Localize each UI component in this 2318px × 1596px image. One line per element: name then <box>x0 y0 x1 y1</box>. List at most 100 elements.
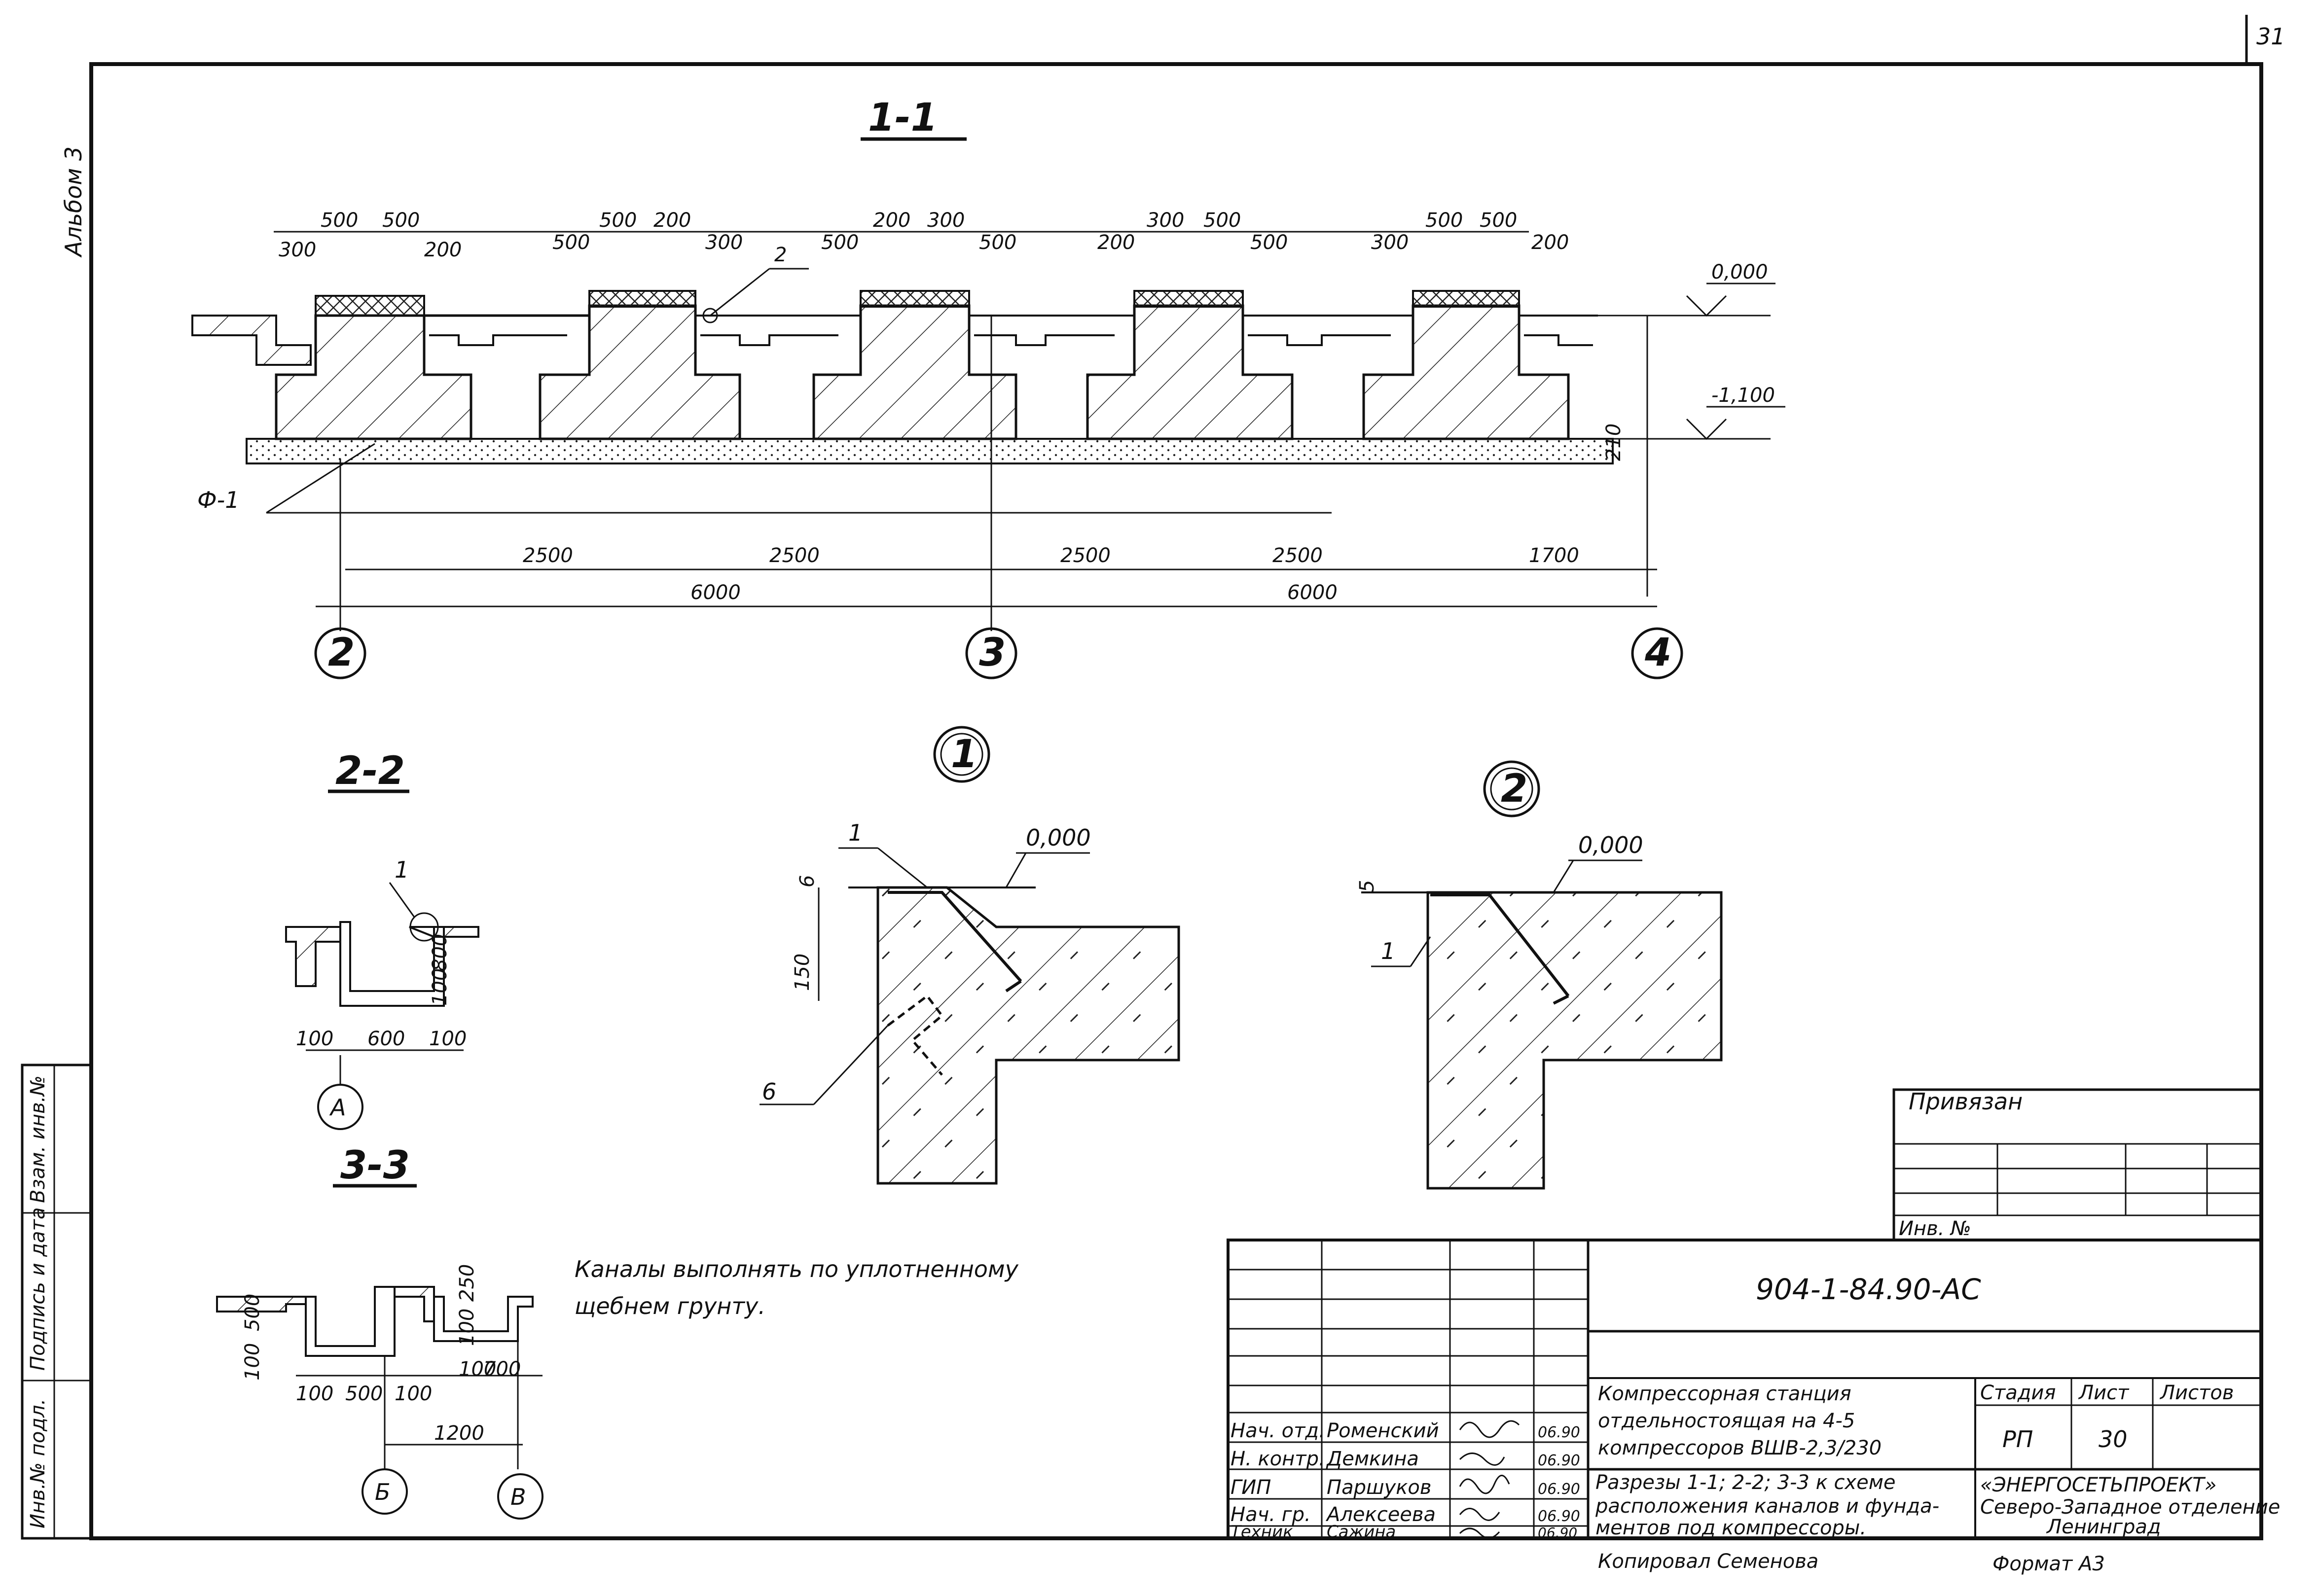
signer-role: Нач. гр. <box>1231 1503 1311 1526</box>
svg-text:6000: 6000 <box>1287 581 1338 604</box>
axis-v: В <box>510 1484 526 1510</box>
title-block: Привязан Инв. № 904-1-84.90-АС Компрессо… <box>1227 1088 2280 1542</box>
svg-text:2500: 2500 <box>523 544 573 567</box>
top-dimensions: 500 500 300 200 500 200 500 300 200 300 … <box>274 209 1569 261</box>
section-1-1: 1-1 500 500 300 200 500 <box>191 96 1785 679</box>
svg-text:2500: 2500 <box>769 544 820 567</box>
signer-name: Демкина <box>1326 1448 1419 1470</box>
privyazan-label: Привязан <box>1909 1088 2023 1115</box>
svg-text:Инв.№ подл.: Инв.№ подл. <box>27 1399 49 1528</box>
svg-text:300: 300 <box>1371 231 1409 254</box>
project-title-line-3: компрессоров ВШВ-2,3/230 <box>1598 1437 1882 1459</box>
svg-text:300: 300 <box>705 231 743 254</box>
foundation-block <box>1086 304 1294 440</box>
svg-text:200: 200 <box>653 209 691 232</box>
svg-text:500: 500 <box>1480 209 1517 232</box>
detail-1-callout-1: 1 <box>848 819 863 846</box>
detail-2: 2 0,000 5 1 <box>1356 760 1723 1190</box>
axis-a: А <box>329 1094 346 1121</box>
svg-text:6: 6 <box>796 875 819 887</box>
foundation-label: Ф-1 <box>197 487 239 513</box>
svg-text:200: 200 <box>873 209 910 232</box>
axis-3: 3 <box>979 631 1006 675</box>
svg-text:600: 600 <box>367 1028 405 1050</box>
layer-thickness: 210 <box>1602 424 1625 461</box>
svg-text:300: 300 <box>927 209 965 232</box>
signer-name: Роменский <box>1327 1419 1439 1442</box>
svg-text:500: 500 <box>345 1383 383 1405</box>
svg-text:300: 300 <box>1147 209 1184 232</box>
svg-text:100: 100 <box>296 1028 333 1050</box>
format-label: Формат А3 <box>1992 1553 2105 1575</box>
sheet-title-line-3: ментов под компрессоры. <box>1595 1517 1866 1539</box>
signer-name: Паршуков <box>1327 1476 1431 1499</box>
detail-1-level: 0,000 <box>1026 824 1091 851</box>
svg-text:200: 200 <box>1531 231 1569 254</box>
svg-text:Взам. инв.№: Взам. инв.№ <box>27 1075 49 1203</box>
detail-2-callout-1: 1 <box>1381 938 1395 964</box>
svg-text:150: 150 <box>791 954 814 991</box>
foundation-block <box>275 314 472 440</box>
signer-date: 06.90 <box>1538 1508 1580 1525</box>
copied-by: Копировал Семенова <box>1598 1550 1818 1573</box>
svg-text:800: 800 <box>429 934 451 971</box>
svg-text:100: 100 <box>395 1383 432 1405</box>
svg-text:500: 500 <box>1203 209 1241 232</box>
org-line-3: Ленинград <box>2046 1516 2161 1538</box>
signer-role: Нач. отд. <box>1231 1419 1325 1442</box>
svg-text:500: 500 <box>241 1294 264 1331</box>
svg-text:500: 500 <box>321 209 358 232</box>
axis-4: 4 <box>1644 631 1671 675</box>
signer-name: Сажина <box>1327 1522 1396 1542</box>
project-title-line-2: отдельностоящая на 4-5 <box>1598 1410 1855 1432</box>
detail-1-marker: 1 <box>951 732 978 777</box>
gravel-base <box>246 438 1614 464</box>
svg-text:100: 100 <box>241 1343 264 1381</box>
note-line-2: щебнем грунту. <box>575 1293 765 1319</box>
sheet-title-line-2: расположения каналов и фунда- <box>1595 1495 1939 1518</box>
svg-text:500: 500 <box>821 231 859 254</box>
section-1-1-title: 1-1 <box>868 96 938 140</box>
signer-role: Техник <box>1231 1522 1293 1542</box>
svg-text:2500: 2500 <box>1060 544 1111 567</box>
axis-2: 2 <box>328 631 355 675</box>
axis-b: Б <box>375 1479 391 1505</box>
signer-date: 06.90 <box>1538 1424 1580 1441</box>
sheet-frame <box>89 62 2263 1540</box>
side-stamp: Инв.№ подл. Подпись и дата Взам. инв.№ <box>21 1064 93 1540</box>
detail-1-callout-6: 6 <box>762 1078 776 1105</box>
foundation-block <box>539 304 741 440</box>
sheet-value: 30 <box>2099 1426 2128 1453</box>
album-label: Альбом 3 <box>60 146 87 258</box>
svg-text:700: 700 <box>483 1358 521 1381</box>
org-line-1: «ЭНЕРГОСЕТЬПРОЕКТ» <box>1980 1474 2216 1496</box>
svg-text:500: 500 <box>1425 209 1463 232</box>
section-2-2: 2-2 1 100 600 100 100 800 А <box>285 749 479 1130</box>
svg-text:250: 250 <box>456 1264 478 1302</box>
note-line-1: Каналы выполнять по уплотненному <box>575 1256 1019 1282</box>
detail-1: 1 0,000 6 150 1 6 <box>760 726 1180 1185</box>
svg-text:2500: 2500 <box>1272 544 1323 567</box>
doc-code: 904-1-84.90-АС <box>1756 1273 1981 1306</box>
svg-text:500: 500 <box>1250 231 1288 254</box>
svg-text:100: 100 <box>429 968 451 1006</box>
signer-date: 06.90 <box>1538 1452 1580 1469</box>
svg-text:200: 200 <box>424 239 462 261</box>
sheet-corner-number: 31 <box>2256 23 2285 50</box>
svg-text:6000: 6000 <box>690 581 741 604</box>
foundation-block <box>812 304 1017 440</box>
svg-text:200: 200 <box>1097 231 1135 254</box>
org-line-2: Северо-Западное отделение <box>1980 1496 2280 1519</box>
project-title-line-1: Компрессорная станция <box>1598 1383 1851 1405</box>
section-3-3: 3-3 500 100 250 100 100 500 100 100 700 … <box>216 1143 543 1520</box>
foundation-block <box>1362 304 1570 440</box>
section-3-3-title: 3-3 <box>340 1143 410 1188</box>
detail-2-marker: 2 <box>1501 767 1527 811</box>
level-minus-1-100: -1,100 <box>1711 384 1775 407</box>
inv-no-label: Инв. № <box>1899 1217 1971 1240</box>
svg-text:500: 500 <box>382 209 420 232</box>
svg-text:5: 5 <box>1356 880 1378 892</box>
level-0-000: 0,000 <box>1711 261 1768 284</box>
sheet-title-line-1: Разрезы 1-1; 2-2; 3-3 к схеме <box>1595 1471 1896 1494</box>
